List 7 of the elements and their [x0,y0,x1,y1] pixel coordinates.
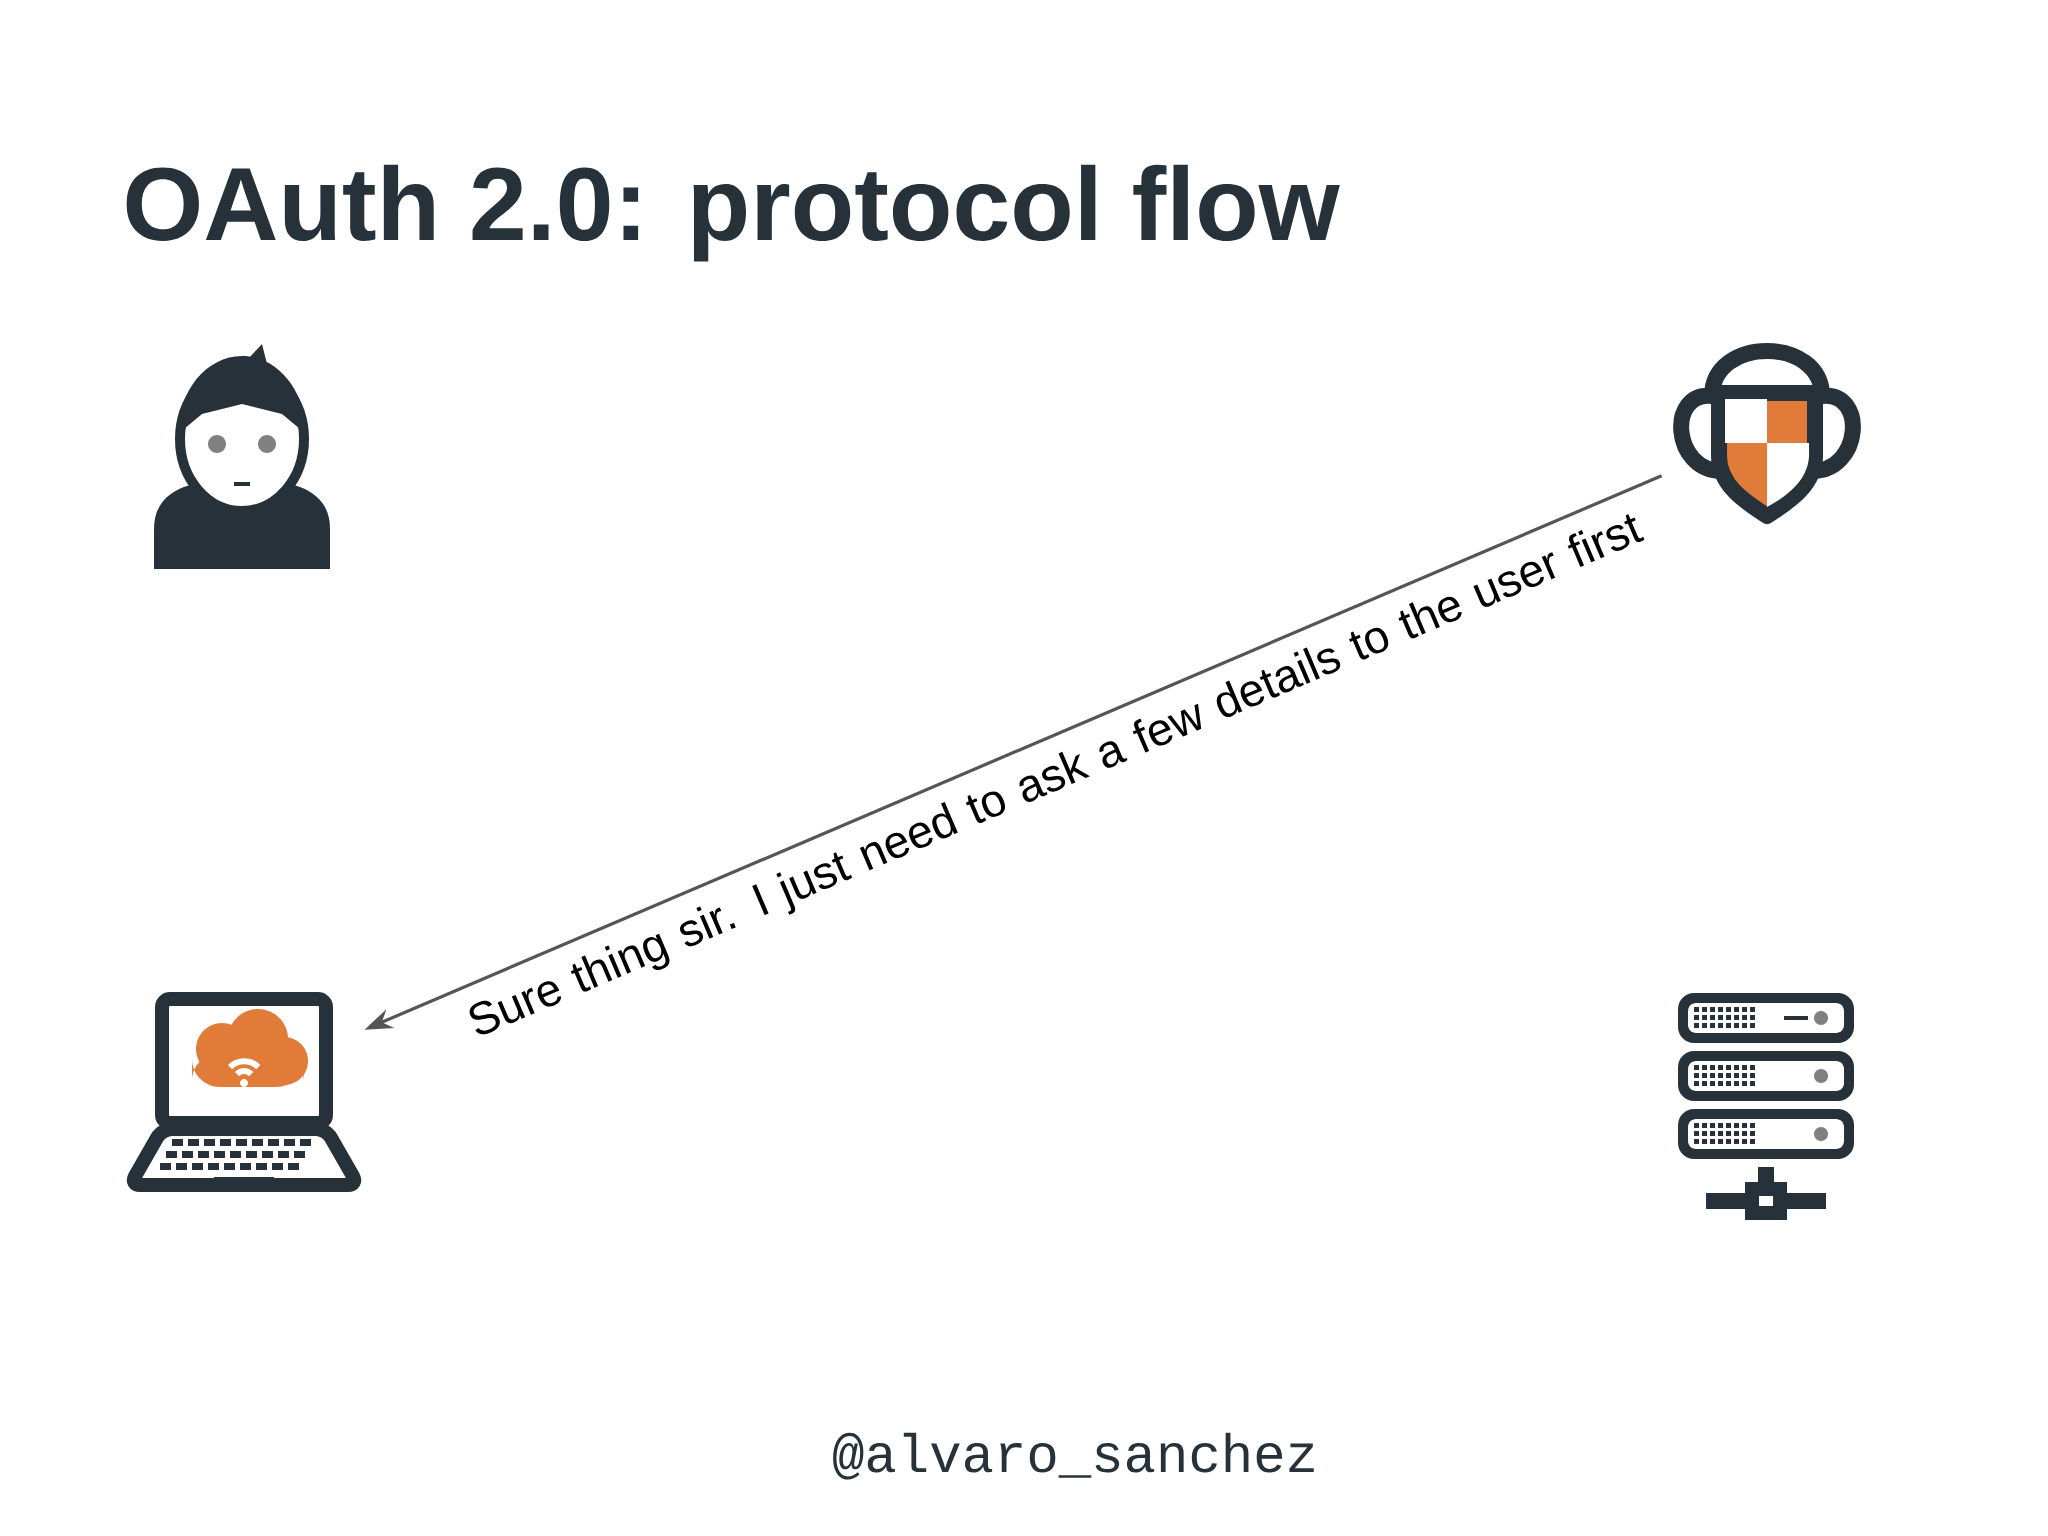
server-drawing [1678,993,1855,1220]
title: OAuth 2.0: protocol flow [126,164,1340,262]
handle-text: @alvaro_sanchez [833,1432,1314,1480]
shield-drawing [1673,343,1861,524]
person-drawing [154,344,330,569]
laptop-drawing [126,992,362,1192]
edge-label: Sure thing sir. I just need to ask a few details to the user first [469,514,1645,1035]
